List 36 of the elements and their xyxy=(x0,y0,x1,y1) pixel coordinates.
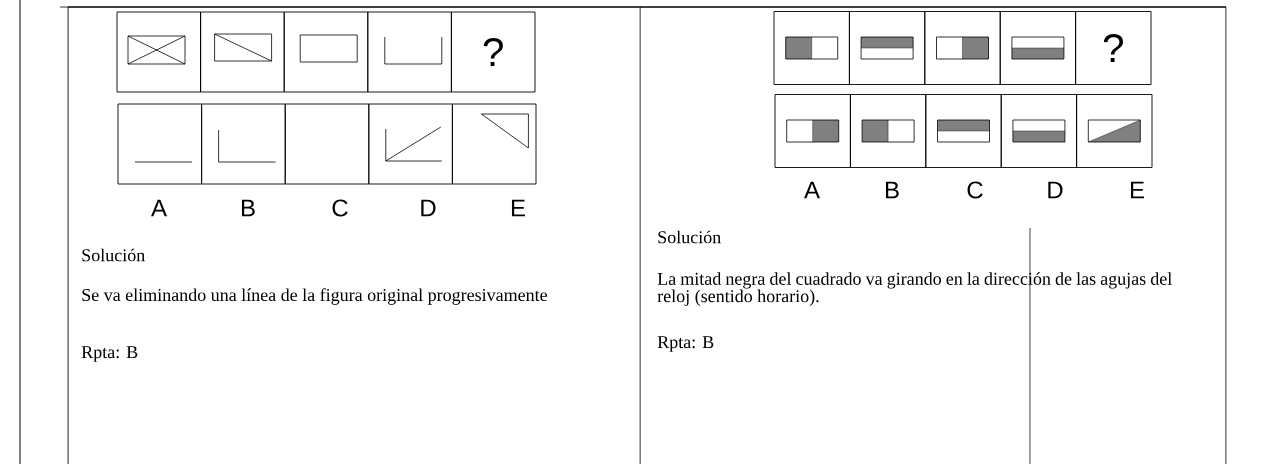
puzzle-cell xyxy=(1000,94,1078,168)
puzzle-cell xyxy=(368,103,453,185)
option-letter: D xyxy=(421,199,436,217)
puzzle-cell xyxy=(774,94,851,168)
puzzle-cell xyxy=(849,94,927,168)
puzzle-cell xyxy=(773,11,850,85)
puzzle-cell xyxy=(116,11,202,93)
option-letter: D xyxy=(1048,181,1063,199)
answer-text: Rpta: B xyxy=(657,336,714,352)
puzzle-cell xyxy=(451,103,537,185)
option-letter: A xyxy=(151,199,167,217)
solution-text: Se va eliminando una línea de la figura original progresivamente xyxy=(82,288,547,305)
puzzle-cell xyxy=(1076,94,1153,168)
option-letter: E xyxy=(1131,181,1144,199)
heading-text: Solución xyxy=(82,248,145,262)
puzzle-cell xyxy=(200,11,285,93)
puzzle-cell xyxy=(999,11,1077,85)
puzzle-cell: ? xyxy=(1075,11,1152,85)
solution-text: La mitad negra del cuadrado va girando en la dirección de las agujas del reloj (sentido horario). xyxy=(657,272,1172,306)
puzzle-cell xyxy=(925,94,1002,168)
option-letter: E xyxy=(512,199,525,217)
option-letter: B xyxy=(242,199,255,217)
option-letter: A xyxy=(804,181,820,199)
puzzle-cell xyxy=(201,103,286,185)
puzzle-cell xyxy=(284,103,370,185)
puzzle-cell xyxy=(283,11,369,93)
heading-text: Solución xyxy=(658,230,721,244)
option-letter: C xyxy=(332,199,348,217)
puzzle-cell xyxy=(848,11,926,85)
puzzle-cell xyxy=(924,11,1001,85)
option-letter: B xyxy=(886,181,899,199)
puzzle-cell: ? xyxy=(450,11,536,93)
puzzle-cell xyxy=(367,11,452,93)
puzzle-cell xyxy=(117,103,203,185)
option-letter: C xyxy=(967,181,983,199)
answer-text: Rpta: B xyxy=(81,346,138,362)
